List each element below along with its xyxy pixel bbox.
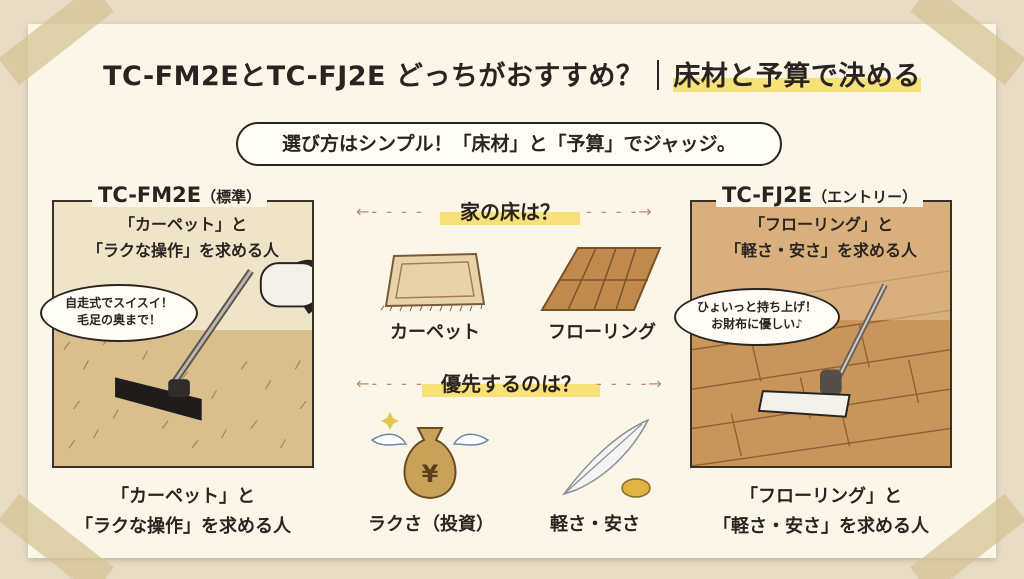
- left-bottom-summary: 「カーペット」と 「ラクな操作」を求める人: [52, 482, 314, 542]
- right-arrow-icon: - - - -→: [586, 202, 654, 221]
- right-bottom-summary: 「フローリング」と 「軽さ・安さ」を求める人: [690, 482, 952, 542]
- right-model-title: TC-FJ2E（エントリー）: [716, 183, 924, 207]
- money-bag-icon: ¥: [370, 412, 490, 500]
- page-title: TC-FM2EとTC-FJ2E どっちがおすすめ？ 床材と予算で決める: [0, 54, 1024, 93]
- flooring-label: フローリング: [548, 322, 656, 343]
- left-panel: [52, 200, 314, 468]
- carpet-icon: [380, 252, 486, 312]
- right-speech-line2: お財布に優しい♪: [711, 317, 803, 331]
- subtitle-bubble: 選び方はシンプル！「床材」と「予算」でジャッジ。: [236, 122, 782, 166]
- priority-question: 優先するのは？: [422, 368, 600, 397]
- left-desc-line2: 「ラクな操作」を求める人: [86, 241, 279, 260]
- right-arrow-icon: - - - -→: [596, 374, 664, 393]
- right-speech-bubble: ひょいっと持ち上げ！ お財布に優しい♪: [674, 288, 840, 346]
- right-model-variant: （エントリー）: [812, 188, 918, 206]
- left-model-name: TC-FM2E: [98, 183, 202, 207]
- right-model-name: TC-FJ2E: [722, 183, 813, 207]
- right-speech-line1: ひょいっと持ち上げ！: [696, 300, 817, 314]
- left-arrow-icon: ←- - - -: [356, 374, 424, 393]
- left-bottom-line1: 「カーペット」と: [111, 486, 255, 507]
- left-arrow-icon: ←- - - -: [356, 202, 424, 221]
- title-main: TC-FM2EとTC-FJ2E どっちがおすすめ？: [103, 61, 644, 92]
- svg-text:¥: ¥: [422, 460, 439, 488]
- wood-flooring-icon: [540, 247, 662, 311]
- right-panel-description: 「フローリング」と 「軽さ・安さ」を求める人: [690, 212, 952, 264]
- floor-question: 家の床は？: [440, 196, 580, 225]
- left-model-variant: （標準）: [201, 188, 262, 206]
- light-label: 軽さ・安さ: [550, 514, 640, 535]
- right-bottom-line1: 「フローリング」と: [740, 486, 902, 507]
- easy-label: ラクさ（投資）: [368, 514, 494, 535]
- right-bottom-line2: 「軽さ・安さ」を求める人: [713, 516, 929, 537]
- right-desc-line2: 「軽さ・安さ」を求める人: [724, 241, 917, 260]
- left-speech-line1: 自走式でスイスイ！: [65, 296, 173, 310]
- title-separator: [657, 60, 660, 90]
- feather-icon: [562, 418, 651, 498]
- right-desc-line1: 「フローリング」と: [748, 215, 893, 234]
- title-highlight: 床材と予算で決める: [673, 61, 921, 92]
- left-bottom-line2: 「ラクな操作」を求める人: [75, 516, 291, 537]
- left-panel-description: 「カーペット」と 「ラクな操作」を求める人: [52, 212, 314, 264]
- carpet-vacuum-illustration: [54, 259, 312, 466]
- coin-icon: [621, 478, 651, 498]
- left-speech-line2: 毛足の奥まで！: [76, 313, 161, 327]
- left-speech-bubble: 自走式でスイスイ！ 毛足の奥まで！: [40, 284, 198, 342]
- left-model-title: TC-FM2E（標準）: [92, 183, 268, 207]
- left-desc-line1: 「カーペット」と: [118, 215, 247, 234]
- carpet-label: カーペット: [390, 322, 480, 343]
